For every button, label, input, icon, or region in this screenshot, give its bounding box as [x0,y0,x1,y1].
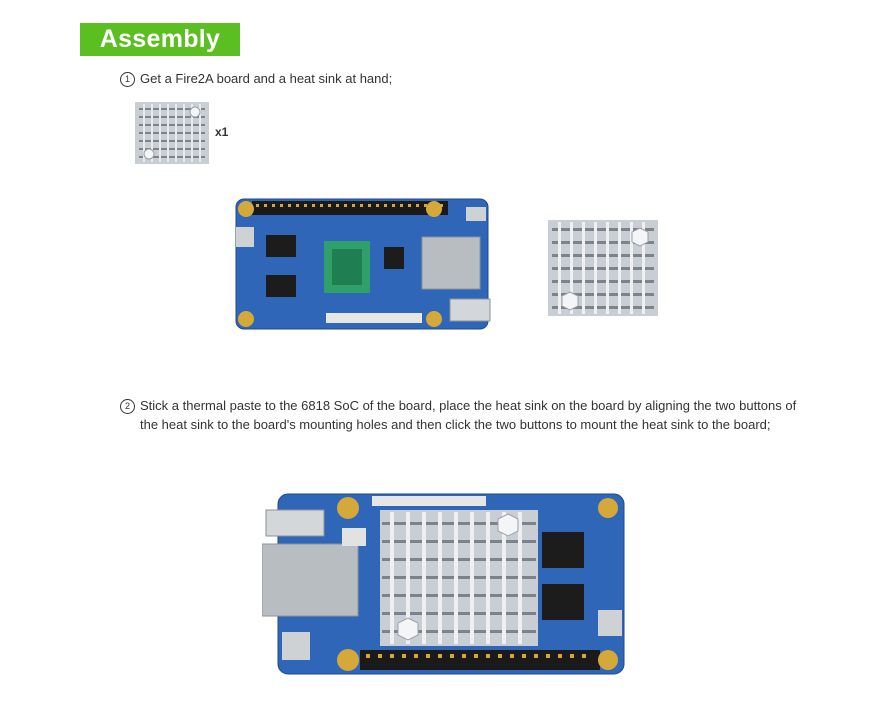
board-top-view [235,198,491,330]
heat-sink-image [548,220,658,316]
step-2-continued: the heat sink to the board's mounting ho… [140,415,771,434]
step-text-line-2: the heat sink to the board's mounting ho… [140,417,771,432]
step-number: 2 [120,399,135,414]
step-2: 2 Stick a thermal paste to the 6818 SoC o… [120,396,796,415]
section-title: Assembly [80,23,240,56]
heat-sink-thumbnail [135,102,209,164]
step-number: 1 [120,72,135,87]
step-text: Get a Fire2A board and a heat sink at ha… [140,71,393,86]
step-text-line-1: Stick a thermal paste to the 6818 SoC of… [140,398,797,413]
assembled-board-image [262,493,625,675]
quantity-label: x1 [215,125,229,139]
step-1: 1 Get a Fire2A board and a heat sink at h… [120,69,392,88]
